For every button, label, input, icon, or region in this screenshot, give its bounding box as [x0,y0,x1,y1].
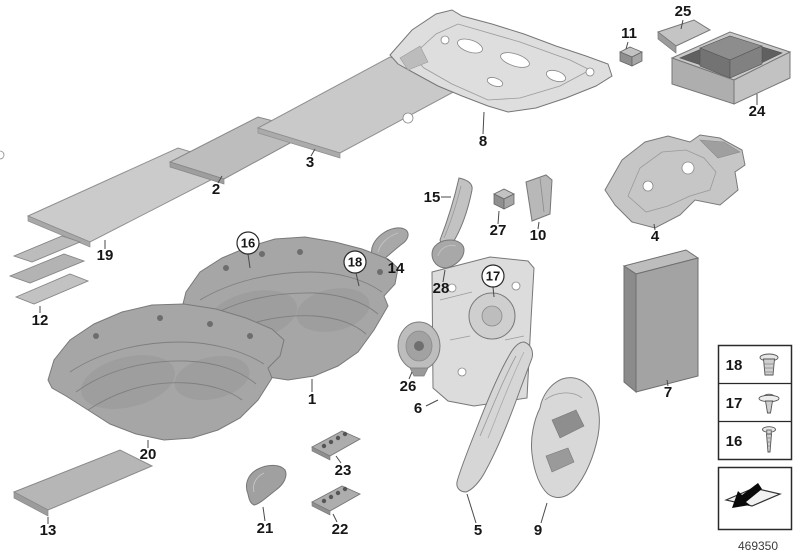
part-28-shape [431,239,465,269]
part-26-shape [397,321,441,377]
callout-18-circled[interactable]: 18 [343,250,367,274]
leader-line [386,258,394,264]
callout-20[interactable]: 20 [140,446,157,463]
callout-4[interactable]: 4 [651,228,660,245]
leader-line [492,286,495,298]
callout-26[interactable]: 26 [400,378,417,395]
expanding-rivet-icon [759,353,779,376]
part-4-shape [604,134,746,229]
part-9-shape [531,377,600,498]
push-pin-icon [758,393,780,414]
part-10-shape [525,174,553,222]
callout-10[interactable]: 10 [530,227,547,244]
part-15-shape [439,177,473,246]
part-14-shape [371,227,409,263]
part-7-shape [622,249,700,394]
part-22-shape [311,485,361,516]
diagram-number: 469350 [738,539,778,553]
leader-line [425,399,439,407]
callout-12[interactable]: 12 [32,312,49,329]
part-3-shape [256,56,474,159]
callout-2[interactable]: 2 [212,181,220,198]
part-5-shape [456,341,533,493]
callout-24[interactable]: 24 [749,103,766,120]
leader-line [408,371,413,380]
part-12-shape [8,235,90,305]
part-27-shape [493,188,515,210]
callout-28[interactable]: 28 [433,280,450,297]
part-23-shape [311,430,361,461]
leader-line [332,513,338,523]
callout-6[interactable]: 6 [414,400,422,417]
part-8-shape [389,9,613,113]
callout-23[interactable]: 23 [335,462,352,479]
install-direction-arrow-icon [724,483,782,508]
callout-9[interactable]: 9 [534,522,542,539]
legend-label-17[interactable]: 17 [726,395,743,412]
leader-line [680,19,684,30]
part-11-shape [619,46,643,67]
callout-8[interactable]: 8 [479,133,487,150]
leader-line [540,502,548,524]
part-13-shape [12,449,154,517]
callout-11[interactable]: 11 [621,25,637,42]
legend-box [717,344,793,461]
callout-22[interactable]: 22 [332,521,349,538]
callout-14[interactable]: 14 [388,260,405,277]
leader-line [482,111,485,135]
callout-27[interactable]: 27 [490,222,507,239]
leader-line [217,175,223,184]
leader-line [310,148,316,157]
legend-label-16[interactable]: 16 [726,433,743,450]
leader-lines [39,19,758,524]
leader-line [466,493,477,524]
callout-13[interactable]: 13 [40,522,57,539]
part-20-shape [47,303,285,441]
part-21-shape [245,464,287,506]
leader-line [442,269,446,283]
callout-5[interactable]: 5 [474,522,482,539]
part-24-shape [670,31,792,105]
callout-17[interactable]: 17 [486,269,500,284]
callout-3[interactable]: 3 [306,154,314,171]
screw-rivet-icon [762,426,776,453]
leader-line [247,253,251,269]
fastener-legend: 18 17 16 [717,344,793,531]
callout-17-circled[interactable]: 17 [481,264,505,288]
leader-line [262,506,266,522]
leader-line [537,221,540,230]
callout-21[interactable]: 21 [257,520,274,537]
callout-19[interactable]: 19 [97,247,114,264]
callout-1[interactable]: 1 [308,391,316,408]
leader-line [335,455,342,464]
leader-line [653,223,656,231]
callout-18[interactable]: 18 [348,255,362,270]
legend-label-18[interactable]: 18 [726,357,743,374]
callout-16[interactable]: 16 [241,236,255,251]
callout-15[interactable]: 15 [424,189,441,206]
leader-line [625,41,629,50]
callout-7[interactable]: 7 [664,384,672,401]
callout-16-circled[interactable]: 16 [236,231,260,255]
callout-25[interactable]: 25 [675,3,692,20]
leader-line [497,210,500,225]
leader-line [666,379,669,387]
leader-line [355,272,360,287]
